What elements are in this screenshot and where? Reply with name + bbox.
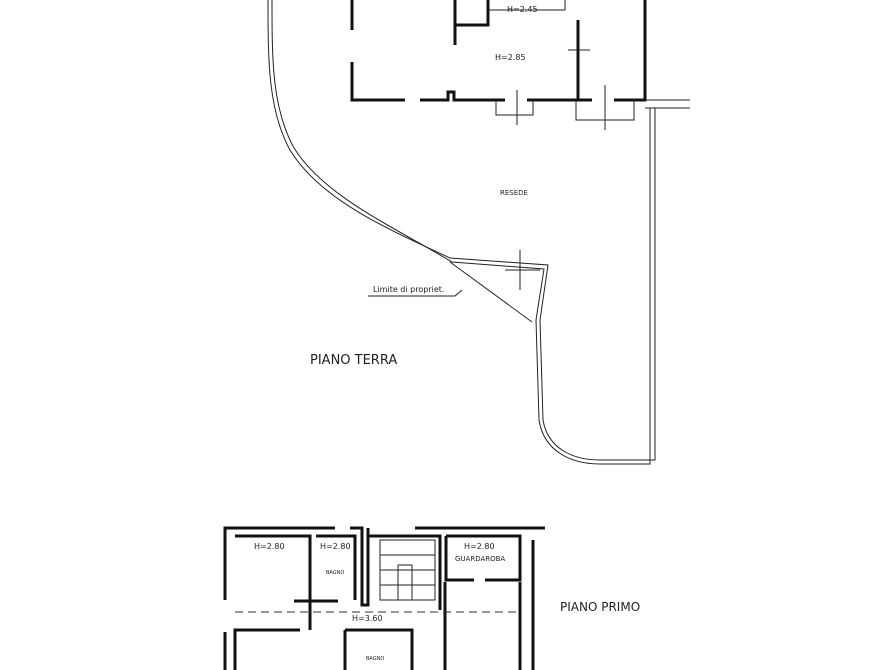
ground-floor-plan — [350, 0, 690, 130]
room-height-label: H=2.85 — [495, 53, 526, 62]
boundary-label: Limite di propriet. — [373, 285, 444, 294]
property-boundary — [267, 0, 656, 465]
ground-floor-title: PIANO TERRA — [310, 353, 397, 368]
room-height-label: H=2.45 — [507, 5, 538, 14]
room-height-label: H=2.80 — [464, 542, 495, 551]
yard-label: RESEDE — [500, 189, 528, 197]
room-label-guardaroba: GUARDAROBA — [455, 555, 505, 563]
first-floor-title: PIANO PRIMO — [560, 600, 640, 614]
room-label-bagno: BAGNO — [366, 656, 384, 662]
room-label-bagno: BAGNO — [326, 570, 344, 576]
first-floor-plan — [223, 526, 545, 670]
room-height-label: H=2.80 — [320, 542, 351, 551]
room-height-label: H=2.80 — [254, 542, 285, 551]
room-height-label: H=3.60 — [352, 614, 383, 623]
